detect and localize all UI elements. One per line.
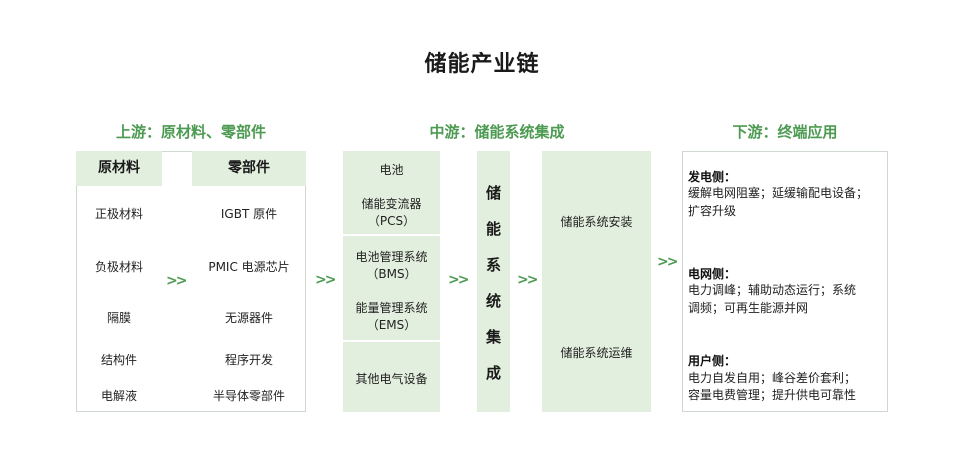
generation-side-label: 发电侧：	[688, 170, 737, 184]
page-title: 储能产业链	[424, 52, 540, 77]
grid-side-line: 调频；可再生能源并网	[688, 301, 809, 315]
device-group-top	[343, 151, 440, 234]
material-item: 电解液	[100, 389, 137, 403]
arrow-icon: >>	[448, 272, 470, 288]
integration-char: 系	[485, 256, 501, 274]
material-item: 隔膜	[106, 311, 131, 325]
device-pcs-abbr: （PCS）	[367, 214, 416, 228]
generation-side-line: 扩容升级	[688, 204, 737, 218]
device-group-mid	[343, 236, 440, 340]
arrow-icon: >>	[517, 272, 539, 288]
device-other: 其他电气设备	[355, 372, 428, 386]
device-ems: 能量管理系统	[355, 301, 428, 315]
component-item: IGBT 原件	[220, 207, 278, 221]
arrow-icon: >>	[657, 254, 679, 270]
downstream-title: 下游：终端应用	[732, 123, 838, 141]
device-bms-abbr: （BMS）	[366, 267, 417, 281]
user-side-label: 用户侧：	[688, 354, 737, 368]
generation-side-line: 缓解电网阻塞；延缓输配电设备；	[688, 186, 869, 200]
integration-char: 储	[485, 184, 501, 202]
arrow-icon: >>	[315, 272, 337, 288]
upstream-title: 上游：原材料、零部件	[115, 123, 266, 141]
material-item: 正极材料	[94, 207, 143, 221]
component-item: 无源器件	[224, 311, 273, 325]
device-bms: 电池管理系统	[355, 250, 428, 264]
integration-char: 统	[485, 292, 501, 310]
service-maintain: 储能系统运维	[560, 346, 633, 360]
device-battery: 电池	[379, 163, 404, 177]
component-item: 程序开发	[224, 353, 273, 367]
user-side-line: 容量电费管理；提升供电可靠性	[688, 388, 857, 402]
grid-side-line: 电力调峰；辅助动态运行；系统	[688, 283, 857, 297]
integration-char: 成	[485, 364, 501, 382]
arrow-icon: >>	[166, 273, 188, 289]
component-item: PMIC 电源芯片	[208, 260, 290, 274]
integration-column	[477, 151, 510, 412]
services-column	[542, 151, 651, 412]
service-install: 储能系统安装	[560, 215, 633, 229]
user-side-line: 电力自发自用；峰谷差价套利；	[688, 371, 857, 385]
component-item: 半导体零部件	[212, 389, 285, 403]
midstream-title: 中游：储能系统集成	[429, 123, 565, 141]
device-group-bottom	[343, 342, 440, 412]
components-header: 零部件	[192, 151, 306, 186]
device-pcs: 储能变流器	[361, 197, 422, 211]
device-ems-abbr: （EMS）	[366, 318, 417, 332]
material-item: 结构件	[100, 353, 137, 367]
grid-side-label: 电网侧：	[688, 267, 737, 281]
upstream-panel	[76, 151, 306, 412]
material-item: 负极材料	[94, 260, 143, 274]
downstream-panel	[682, 151, 888, 412]
integration-char: 能	[485, 220, 501, 238]
materials-header: 原材料	[76, 151, 162, 186]
integration-char: 集	[485, 328, 501, 346]
